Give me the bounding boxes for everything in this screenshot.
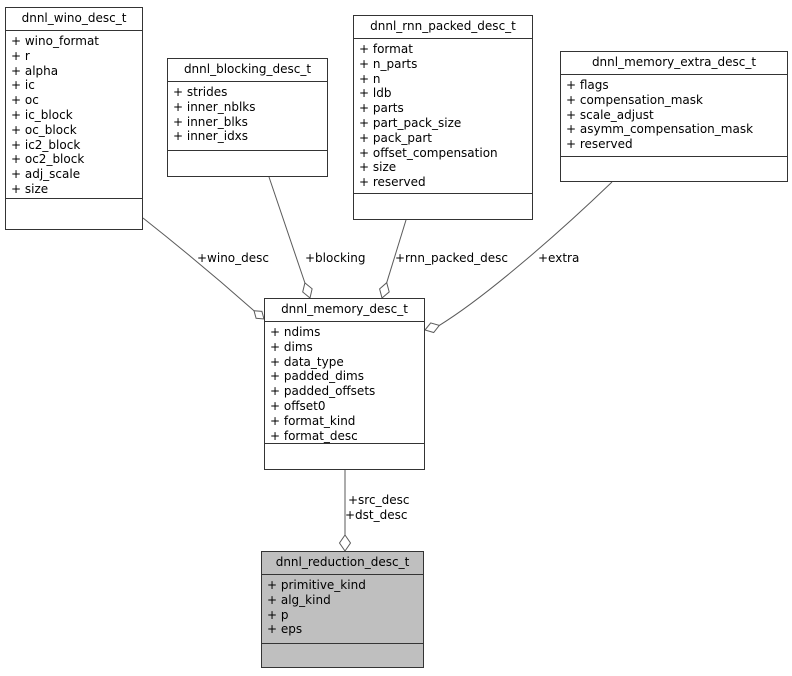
class-field: + adj_scale [11, 167, 81, 182]
class-field: + strides [173, 85, 228, 99]
class-title: dnnl_reduction_desc_t [262, 552, 423, 575]
class-field: + ldb [359, 86, 392, 101]
class-field: + offset0 [270, 398, 326, 413]
class-empty-compartment [262, 643, 423, 667]
edge-rnn-packed-desc [386, 219, 407, 283]
class-field: + oc_block [11, 122, 77, 137]
class-field: + inner_idxs [173, 129, 249, 144]
class-field: + ndims [270, 325, 321, 339]
class-empty-compartment [561, 156, 787, 181]
class-empty-compartment [354, 193, 532, 219]
class-field: + inner_blks [173, 114, 248, 129]
class-fields: + ndims+ dims+ data_type+ padded_dims+ p… [265, 322, 424, 443]
edge-label-src-desc: +src_desc [348, 493, 410, 507]
class-field: + eps [267, 622, 303, 637]
class-field: + format_desc [270, 428, 358, 443]
class-title: dnnl_memory_desc_t [265, 299, 424, 322]
class-field: + primitive_kind [267, 578, 366, 592]
class-fields: + flags+ compensation_mask+ scale_adjust… [561, 75, 787, 156]
class-field: + data_type [270, 354, 344, 369]
class-field: + format_kind [270, 413, 356, 428]
aggregation-diamond-wino [253, 310, 265, 320]
class-field: + part_pack_size [359, 115, 462, 130]
class-field: + offset_compensation [359, 145, 498, 160]
aggregation-diamond-extra [424, 322, 441, 334]
class-field: + pack_part [359, 130, 432, 145]
edge-label-rnn-packed-desc: +rnn_packed_desc [395, 251, 508, 265]
class-field: + reserved [566, 137, 633, 152]
class-field: + size [359, 160, 397, 175]
class-field: + size [11, 181, 49, 196]
class-field: + ic2_block [11, 137, 81, 152]
class-fields: + wino_format+ r+ alpha+ ic+ oc+ ic_bloc… [6, 31, 142, 198]
class-field: + dims [270, 339, 313, 354]
class-box-dnnl-rnn-packed-desc-t[interactable]: dnnl_rnn_packed_desc_t + format+ n_parts… [353, 15, 533, 220]
edge-blocking [268, 176, 306, 284]
class-box-dnnl-memory-desc-t[interactable]: dnnl_memory_desc_t + ndims+ dims+ data_t… [264, 298, 425, 470]
class-empty-compartment [6, 198, 142, 229]
class-field: + n [359, 71, 381, 86]
class-field: + padded_dims [270, 369, 364, 384]
edge-label-extra: +extra [538, 251, 580, 265]
class-box-dnnl-memory-extra-desc-t[interactable]: dnnl_memory_extra_desc_t + flags+ compen… [560, 51, 788, 182]
class-empty-compartment [265, 443, 424, 469]
class-field: + r [11, 48, 30, 63]
class-box-dnnl-reduction-desc-t[interactable]: dnnl_reduction_desc_t + primitive_kind+ … [261, 551, 424, 668]
edge-wino-desc [142, 217, 255, 312]
class-title: dnnl_memory_extra_desc_t [561, 52, 787, 75]
class-fields: + format+ n_parts+ n+ ldb+ parts+ part_p… [354, 39, 532, 193]
class-field: + alpha [11, 63, 59, 78]
class-field: + ic [11, 78, 35, 93]
edge-label-blocking: +blocking [305, 251, 366, 265]
class-title: dnnl_rnn_packed_desc_t [354, 16, 532, 39]
edge-extra [439, 181, 613, 326]
class-field: + reserved [359, 175, 426, 190]
class-field: + asymm_compensation_mask [566, 122, 754, 137]
class-field: + oc2_block [11, 152, 85, 167]
aggregation-diamond-src-dst [338, 534, 352, 552]
class-field: + inner_nblks [173, 99, 256, 114]
class-field: + oc [11, 93, 39, 108]
class-fields: + strides+ inner_nblks+ inner_blks+ inne… [168, 82, 327, 150]
class-box-dnnl-wino-desc-t[interactable]: dnnl_wino_desc_t + wino_format+ r+ alpha… [5, 7, 143, 230]
class-field: + parts [359, 101, 404, 116]
class-field: + p [267, 607, 289, 622]
class-field: + ic_block [11, 107, 73, 122]
edge-label-wino-desc: +wino_desc [197, 251, 269, 265]
class-field: + scale_adjust [566, 107, 654, 122]
class-field: + n_parts [359, 56, 418, 71]
class-empty-compartment [168, 150, 327, 176]
aggregation-diamond-blocking [302, 282, 313, 299]
class-title: dnnl_wino_desc_t [6, 8, 142, 31]
aggregation-diamond-rnn [379, 281, 390, 299]
class-field: + padded_offsets [270, 384, 376, 399]
class-fields: + primitive_kind+ alg_kind+ p+ eps [262, 575, 423, 643]
class-field: + format [359, 42, 413, 56]
class-title: dnnl_blocking_desc_t [168, 59, 327, 82]
class-field: + flags [566, 78, 609, 92]
class-field: + alg_kind [267, 592, 331, 607]
class-field: + wino_format [11, 34, 100, 48]
class-field: + compensation_mask [566, 92, 703, 107]
class-box-dnnl-blocking-desc-t[interactable]: dnnl_blocking_desc_t + strides+ inner_nb… [167, 58, 328, 177]
edge-label-dst-desc: +dst_desc [345, 508, 408, 522]
